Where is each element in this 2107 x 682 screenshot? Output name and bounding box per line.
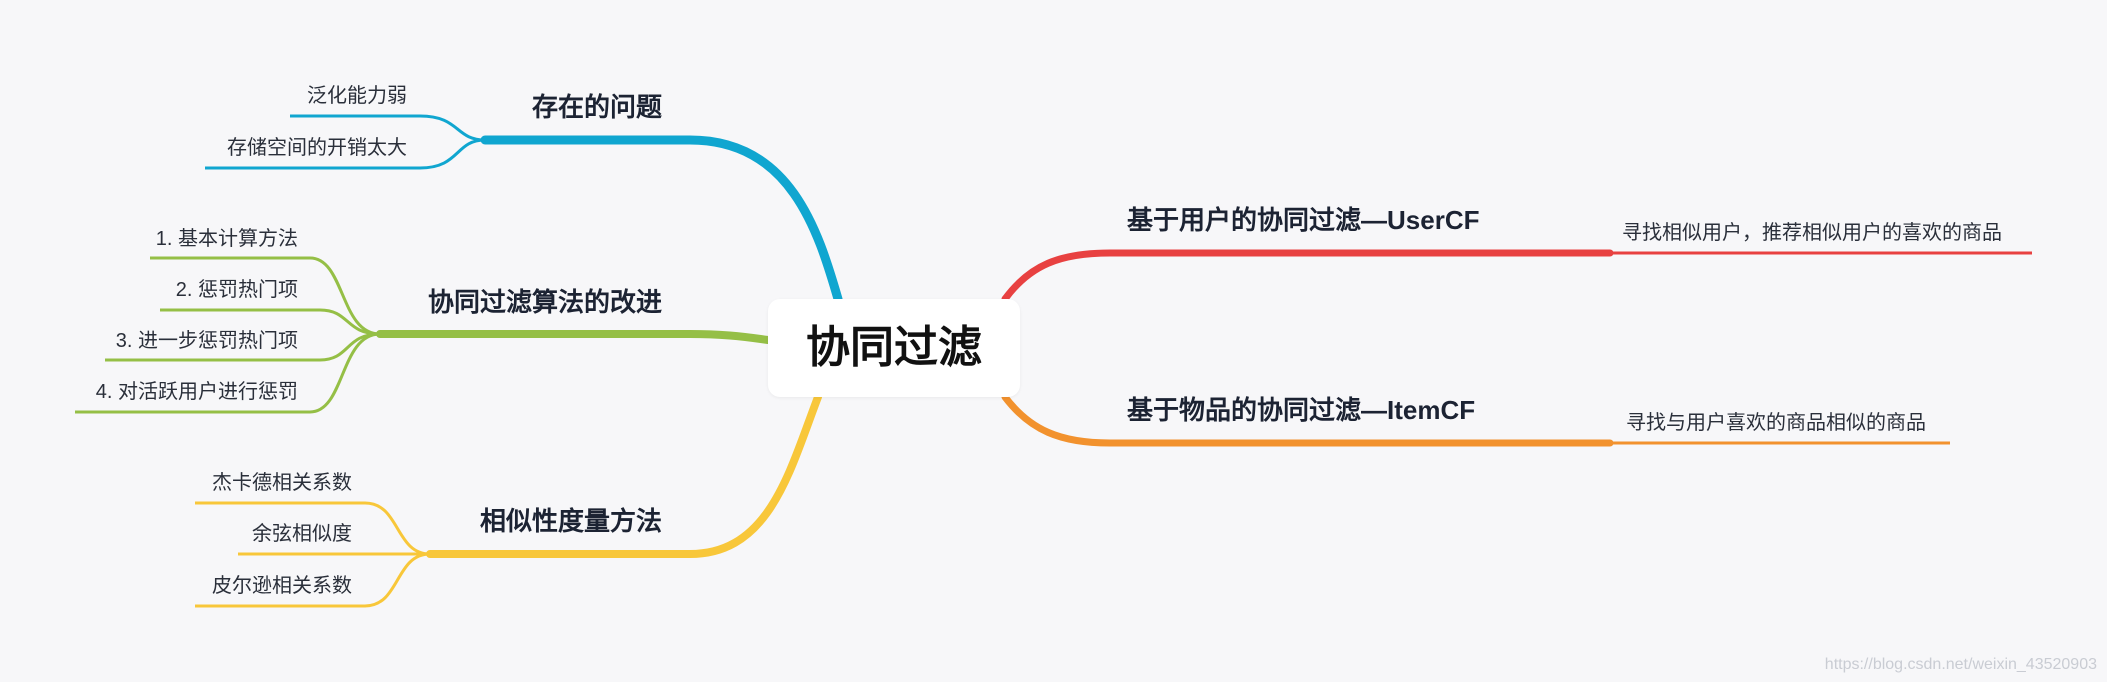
connector-itemcf [1001,393,1614,447]
connector-similarity-leaf-1 [195,501,431,556]
subtopic-similarity-3[interactable]: 皮尔逊相关系数 [212,576,352,596]
subtopic-improvements-2[interactable]: 2. 惩罚热门项 [176,280,298,300]
topic-similarity[interactable]: 相似性度量方法 [480,508,662,534]
topic-problems[interactable]: 存在的问题 [532,94,662,120]
subtopic-label: 2. 惩罚热门项 [175,279,298,301]
topic-improvements-label: 协同过滤算法的改进 [427,287,662,317]
topic-itemcf[interactable]: 基于物品的协同过滤—ItemCF [1127,397,1475,423]
watermark-text: https://blog.csdn.net/weixin_43520903 [1824,656,2097,673]
subtopic-problems-1[interactable]: 泛化能力弱 [307,86,407,106]
connector-improvements-leaf-4 [75,332,381,414]
connector-improvements-leaf-1 [150,256,381,336]
connector-improvements-leaf-2 [160,308,381,336]
subtopic-label: 余弦相似度 [252,523,352,545]
connector-problems [480,135,843,304]
topic-problems-label: 存在的问题 [531,92,662,122]
subtopic-label: 1. 基本计算方法 [155,228,298,250]
root-topic-label: 协同过滤 [806,323,982,372]
topic-usercf[interactable]: 基于用户的协同过滤—UserCF [1127,207,1479,233]
connector-similarity-leaf-3 [195,552,431,608]
subtopic-label: 4. 对活跃用户进行惩罚 [95,381,298,403]
subtopic-label: 皮尔逊相关系数 [212,575,352,597]
subtopic-problems-2[interactable]: 存储空间的开销太大 [227,138,407,158]
subtopic-label: 寻找相似用户，推荐相似用户的喜欢的商品 [1622,222,2002,244]
connector-usercf [1001,249,1614,303]
subtopic-similarity-2[interactable]: 余弦相似度 [252,524,352,544]
subtopic-label: 泛化能力弱 [307,85,407,107]
subtopic-itemcf-1[interactable]: 寻找与用户喜欢的商品相似的商品 [1626,413,1926,433]
topic-itemcf-label: 基于物品的协同过滤—ItemCF [1127,395,1476,425]
subtopic-usercf-1[interactable]: 寻找相似用户，推荐相似用户的喜欢的商品 [1622,223,2002,243]
subtopic-similarity-1[interactable]: 杰卡德相关系数 [212,473,352,493]
subtopic-label: 存储空间的开销太大 [227,137,407,159]
connector-problems-leaf-1 [290,114,486,142]
topic-improvements[interactable]: 协同过滤算法的改进 [428,289,662,315]
topic-usercf-label: 基于用户的协同过滤—UserCF [1127,205,1480,235]
root-topic[interactable]: 协同过滤 [768,299,1020,397]
connector-improvements [376,330,772,344]
topic-similarity-label: 相似性度量方法 [479,506,662,536]
connector-similarity [426,393,822,558]
subtopic-label: 杰卡德相关系数 [212,472,352,494]
subtopic-improvements-3[interactable]: 3. 进一步惩罚热门项 [116,331,298,351]
subtopic-label: 寻找与用户喜欢的商品相似的商品 [1626,412,1926,434]
connector-problems-leaf-2 [205,138,486,170]
subtopic-improvements-4[interactable]: 4. 对活跃用户进行惩罚 [96,382,298,402]
subtopic-label: 3. 进一步惩罚热门项 [115,330,298,352]
subtopic-improvements-1[interactable]: 1. 基本计算方法 [156,229,298,249]
